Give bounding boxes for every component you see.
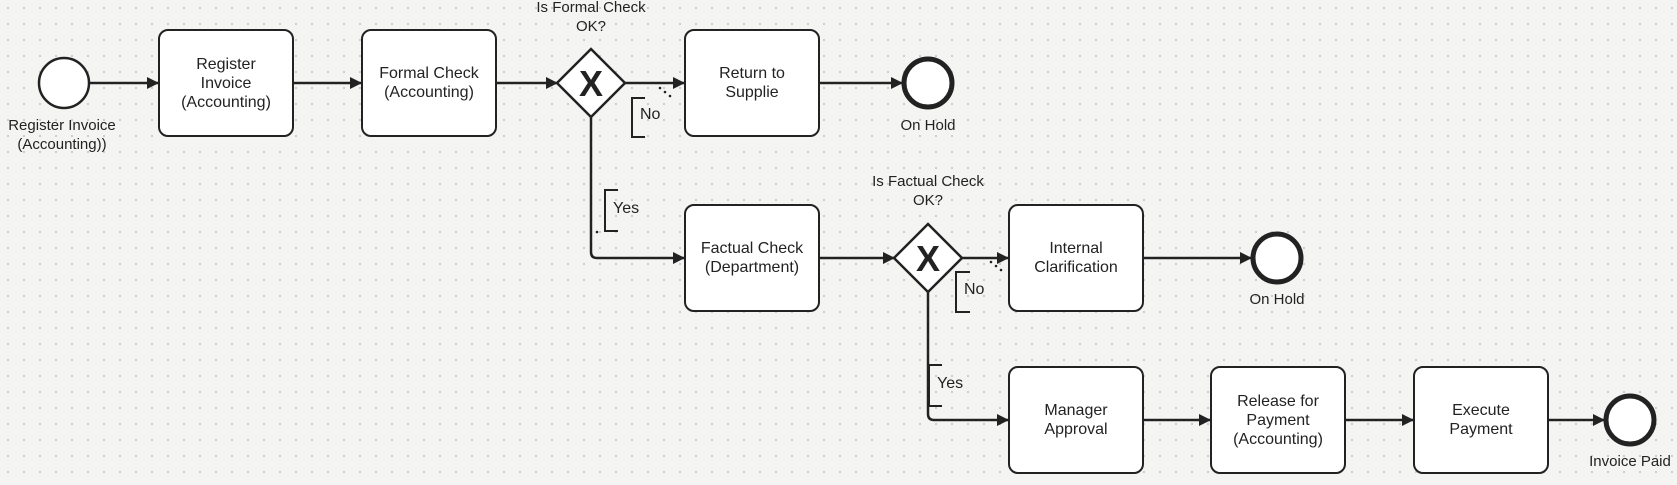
task-formal-check[interactable]: Formal Check (Accounting) <box>361 29 497 137</box>
gateway-x-icon: X <box>579 63 603 104</box>
yes-bracket-formal <box>604 189 618 232</box>
start-event[interactable] <box>37 56 91 110</box>
task-release-for-payment[interactable]: Release for Payment (Accounting) <box>1210 366 1346 474</box>
end-event-on-hold-2[interactable] <box>1250 231 1304 285</box>
gateway-formal-question: Is Formal Check OK? <box>536 0 646 35</box>
yes-bracket-factual <box>928 364 942 407</box>
task-internal-clarification[interactable]: Internal Clarification <box>1008 204 1144 312</box>
task-return-to-supplier[interactable]: Return to Supplie <box>684 29 820 137</box>
start-event-label: Register Invoice (Accounting)) <box>8 117 116 153</box>
condition-no-factual: No <box>964 281 985 298</box>
on-hold-label-2: On Hold <box>1249 291 1305 308</box>
condition-yes-factual: Yes <box>937 375 964 392</box>
condition-no-formal: No <box>640 106 661 123</box>
task-execute-payment[interactable]: Execute Payment <box>1413 366 1549 474</box>
task-label: Manager Approval <box>1044 402 1108 438</box>
gateway-formal-check[interactable]: X <box>555 47 627 119</box>
task-register-invoice[interactable]: Register Invoice (Accounting) <box>158 29 294 137</box>
flow-gateway-yes-to-factual[interactable] <box>589 117 685 264</box>
no-bracket-factual <box>955 271 970 313</box>
task-factual-check[interactable]: Factual Check (Department) <box>684 204 820 312</box>
task-manager-approval[interactable]: Manager Approval <box>1008 366 1144 474</box>
task-label: Release for Payment (Accounting) <box>1233 392 1323 448</box>
on-hold-label-1: On Hold <box>900 117 956 134</box>
end-event-invoice-paid[interactable] <box>1603 393 1657 447</box>
task-label: Execute Payment <box>1449 402 1513 438</box>
flow-gateway-yes-to-manager[interactable] <box>926 292 1009 426</box>
task-label: Register Invoice (Accounting) <box>181 55 271 111</box>
gateway-factual-check[interactable]: X <box>892 222 964 294</box>
task-label: Factual Check (Department) <box>700 240 804 276</box>
no-bracket-formal <box>631 97 645 138</box>
condition-yes-formal: Yes <box>613 200 640 217</box>
invoice-paid-label: Invoice Paid <box>1589 453 1671 470</box>
task-label: Formal Check (Accounting) <box>379 65 479 101</box>
end-event-on-hold-1[interactable] <box>901 56 955 110</box>
task-label: Internal Clarification <box>1034 240 1118 276</box>
gateway-x-icon: X <box>916 238 940 279</box>
task-label: Return to Supplie <box>719 65 785 101</box>
gateway-factual-question: Is Factual Check OK? <box>872 173 984 209</box>
